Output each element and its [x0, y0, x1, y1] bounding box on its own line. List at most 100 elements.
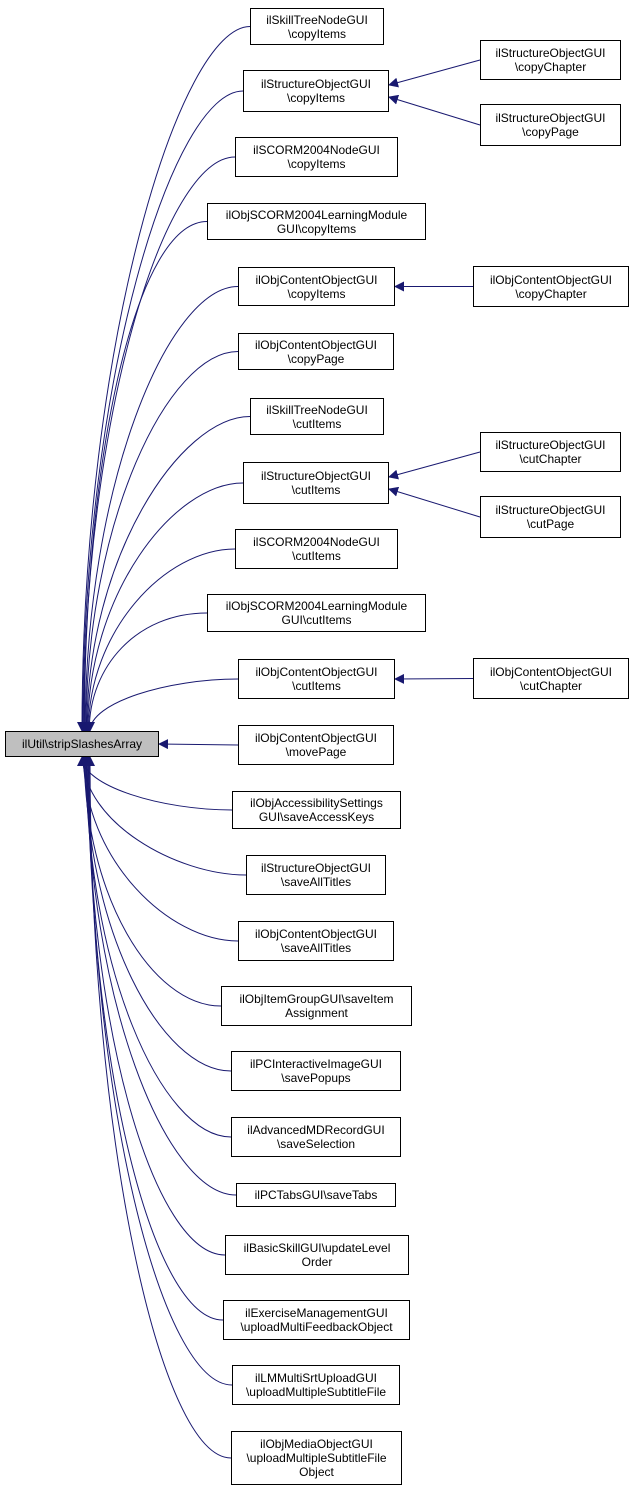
edge-c2-to-focus [77, 90, 244, 732]
node-label-line: GUI\cutItems [281, 613, 352, 627]
node-label-line: \cutItems [292, 549, 341, 563]
edge-d6-to-c11 [394, 673, 474, 684]
caller-node-ilobjcontentobjectgui-cutchapter[interactable]: ilObjContentObjectGUI\cutChapter [473, 658, 629, 699]
edge-c7-to-focus [81, 416, 251, 732]
caller-node-ilobjcontentobjectgui-cutitems[interactable]: ilObjContentObjectGUI\cutItems [238, 659, 395, 699]
caller-node-ilskilltreenodegui-cutitems[interactable]: ilSkillTreeNodeGUI\cutItems [250, 398, 384, 435]
caller-node-ilstructureobjectgui-cutitems[interactable]: ilStructureObjectGUI\cutItems [243, 462, 389, 504]
node-label-line: ilPCInteractiveImageGUI [249, 1057, 383, 1071]
node-label-line: \cutItems [292, 416, 342, 431]
node-label-line: \copyItems [287, 286, 346, 301]
node-label-line: \copyChapter [515, 286, 587, 301]
node-label-line: ilObjContentObjectGUI [254, 927, 378, 941]
node-label-line: ilStructureObjectGUI [260, 77, 372, 91]
edge-c13-to-focus [77, 756, 233, 811]
edge-c19-to-focus [81, 756, 237, 1196]
node-label-line: \saveAllTitles [280, 941, 352, 955]
node-label-line: \saveSelection [276, 1137, 356, 1151]
caller-node-ilexercisemanagementgui-uploadmultifeedbackobject[interactable]: ilExerciseManagementGUI\uploadMultiFeedb… [223, 1300, 410, 1340]
node-label-line: \cutItems [292, 679, 341, 693]
edge-c12-to-focus [158, 739, 239, 750]
edge-c6-to-focus [81, 351, 239, 732]
caller-node-ilstructureobjectgui-copypage[interactable]: ilStructureObjectGUI\copyPage [480, 104, 621, 146]
node-label-line: ilSkillTreeNodeGUI [266, 12, 368, 27]
node-label-line: ilObjContentObjectGUI [489, 272, 613, 287]
edge-c16-to-focus [79, 756, 222, 1007]
caller-node-ilscorm2004nodegui-copyitems[interactable]: ilSCORM2004NodeGUI\copyItems [235, 137, 398, 177]
node-label-line: ilObjAccessibilitySettings [250, 796, 383, 810]
node-label-line: ilSCORM2004NodeGUI [253, 535, 380, 549]
node-label-line: \copyChapter [514, 60, 587, 74]
node-label-line: \cutPage [526, 517, 575, 531]
caller-node-ilobjcontentobjectgui-copychapter[interactable]: ilObjContentObjectGUI\copyChapter [473, 266, 629, 307]
node-label-line: ilObjContentObjectGUI [255, 272, 378, 287]
node-label-line: \uploadMultipleSubtitleFile [245, 1385, 387, 1399]
node-label-line: \copyItems [287, 26, 347, 41]
node-label-line: \copyPage [287, 351, 345, 366]
caller-node-ilobjcontentobjectgui-copypage[interactable]: ilObjContentObjectGUI\copyPage [238, 333, 394, 370]
edge-c1-to-focus [77, 26, 251, 732]
node-label-line: ilSkillTreeNodeGUI [266, 402, 368, 417]
node-label-line: ilObjSCORM2004LearningModule [225, 599, 408, 613]
node-label-line: ilObjMediaObjectGUI [260, 1437, 373, 1451]
edge-c17-to-focus [80, 756, 232, 1072]
focus-node-ilutil-stripslashesarray: ilUtil\stripSlashesArray [5, 731, 159, 757]
node-label-line: ilObjSCORM2004LearningModule [225, 207, 408, 222]
caller-node-ilobjcontentobjectgui-movepage[interactable]: ilObjContentObjectGUI\movePage [238, 725, 394, 765]
caller-node-ilpctabsgui-savetabs[interactable]: ilPCTabsGUI\saveTabs [236, 1183, 396, 1207]
caller-node-ilstructureobjectgui-copychapter[interactable]: ilStructureObjectGUI\copyChapter [480, 40, 621, 80]
edge-c4-to-focus [79, 221, 208, 732]
edge-c8-to-focus [82, 482, 244, 732]
caller-node-illmmultisrtuploadgui-uploadmultiplesubtitlefile[interactable]: ilLMMultiSrtUploadGUI\uploadMultipleSubt… [232, 1365, 400, 1405]
edge-c14-to-focus [77, 756, 247, 876]
edge-c20-to-focus [82, 756, 226, 1256]
node-label-line: Assignment [285, 1006, 348, 1020]
caller-node-iladvancedmdrecordgui-saveselection[interactable]: ilAdvancedMDRecordGUI\saveSelection [231, 1117, 401, 1157]
edge-c5-to-focus [80, 286, 239, 732]
node-label-line: ilStructureObjectGUI [260, 861, 372, 875]
caller-node-ilpcinteractiveimagegui-savepopups[interactable]: ilPCInteractiveImageGUI\savePopups [231, 1051, 401, 1091]
edge-d1-to-c2 [388, 59, 481, 88]
edge-c11-to-focus [85, 678, 239, 732]
caller-node-ilstructureobjectgui-cutchapter[interactable]: ilStructureObjectGUI\cutChapter [480, 432, 621, 472]
caller-node-ilobjcontentobjectgui-copyitems[interactable]: ilObjContentObjectGUI\copyItems [238, 267, 395, 306]
node-label-line: ilSCORM2004NodeGUI [253, 143, 380, 157]
node-label-line: \uploadMultiFeedbackObject [240, 1320, 393, 1334]
node-label-line: ilUtil\stripSlashesArray [21, 737, 143, 751]
caller-node-ilscorm2004nodegui-cutitems[interactable]: ilSCORM2004NodeGUI\cutItems [235, 529, 398, 569]
caller-node-ilobjcontentobjectgui-savealltitles[interactable]: ilObjContentObjectGUI\saveAllTitles [238, 921, 394, 961]
node-label-line: \movePage [285, 745, 347, 759]
node-label-line: ilStructureObjectGUI [495, 46, 606, 60]
edge-c3-to-focus [78, 156, 236, 732]
node-label-line: ilObjContentObjectGUI [254, 731, 378, 745]
node-label-line: ilStructureObjectGUI [495, 503, 606, 517]
node-label-line: \cutItems [291, 483, 341, 497]
caller-node-ilskilltreenodegui-copyitems[interactable]: ilSkillTreeNodeGUI\copyItems [250, 8, 384, 45]
edge-c9-to-focus [83, 548, 236, 732]
node-label-line: ilObjContentObjectGUI [254, 337, 378, 352]
caller-node-ilstructureobjectgui-savealltitles[interactable]: ilStructureObjectGUI\saveAllTitles [246, 855, 386, 895]
node-label-line: ilObjItemGroupGUI\saveItem [239, 992, 394, 1006]
node-label-line: \saveAllTitles [280, 875, 352, 889]
node-label-line: ilBasicSkillGUI\updateLevel [243, 1241, 391, 1255]
node-label-line: ilPCTabsGUI\saveTabs [254, 1188, 378, 1202]
caller-node-ilobjmediaobjectgui-uploadmultiplesubtitlefile-object[interactable]: ilObjMediaObjectGUI\uploadMultipleSubtit… [231, 1431, 402, 1485]
node-label-line: ilObjContentObjectGUI [489, 664, 613, 679]
node-label-line: \copyPage [522, 125, 579, 139]
node-label-line: GUI\copyItems [276, 221, 357, 236]
node-label-line: \cutChapter [519, 678, 583, 693]
edge-d4-to-c8 [388, 451, 481, 480]
caller-node-ilstructureobjectgui-cutpage[interactable]: ilStructureObjectGUI\cutPage [480, 496, 621, 538]
node-label-line: ilObjContentObjectGUI [255, 665, 378, 679]
caller-node-ilstructureobjectgui-copyitems[interactable]: ilStructureObjectGUI\copyItems [243, 70, 389, 112]
edge-c22-to-focus [84, 756, 233, 1386]
node-label-line: \copyItems [286, 91, 346, 105]
node-label-line: Object [299, 1465, 334, 1479]
